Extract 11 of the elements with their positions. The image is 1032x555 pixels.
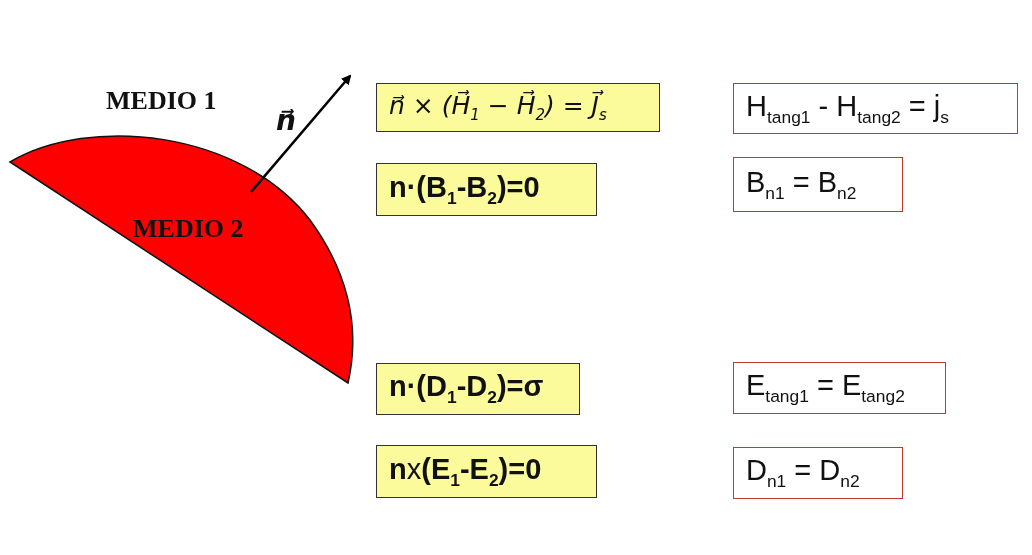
result-box: B$_{n1}$ = B$_{n2}$ xyxy=(733,157,903,212)
result-box: D$_{n1}$ = D$_{n2}$ xyxy=(733,447,903,499)
equation-box: n⃗ × (H⃗$_{1}$ − H⃗$_{2}$) = J⃗$_{s}$ xyxy=(376,83,660,132)
medium-label: MEDIO 1 xyxy=(106,86,217,116)
vector-symbol: n⃗ xyxy=(276,104,296,137)
equation-box: n·(B$_{1}$-B$_{2}$)=0 xyxy=(376,163,597,216)
equation-box: n·(D$_{1}$-D$_{2}$)=σ xyxy=(376,363,580,415)
medium-label: MEDIO 2 xyxy=(133,214,244,244)
result-box: H$_{tang1}$ - H$_{tang2}$ = j$_{s}$ xyxy=(733,83,1018,134)
result-box: E$_{tang1}$ = E$_{tang2}$ xyxy=(733,362,946,414)
equation-box: nx(E$_{1}$-E$_{2}$)=0 xyxy=(376,445,597,498)
